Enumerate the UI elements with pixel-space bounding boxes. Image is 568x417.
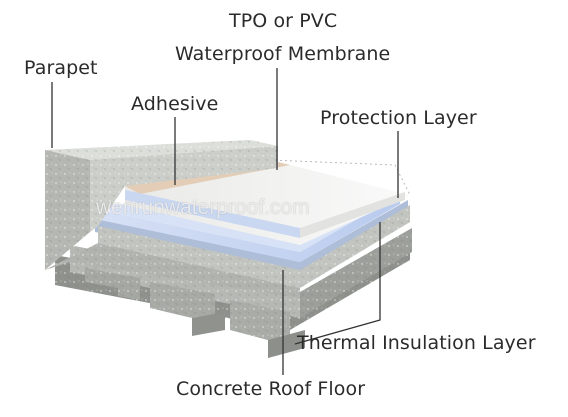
leader-lines [51, 68, 399, 375]
label-protection-layer: Protection Layer [320, 107, 477, 129]
protection-layer [98, 205, 410, 288]
label-concrete-roof-floor: Concrete Roof Floor [176, 378, 366, 400]
label-adhesive: Adhesive [131, 93, 219, 115]
label-parapet: Parapet [24, 57, 98, 79]
label-thermal-insulation: Thermal Insulation Layer [297, 332, 536, 354]
waterproof-membrane [125, 159, 411, 245]
label-waterproof-membrane: Waterproof Membrane [175, 43, 391, 65]
watermark-text: wenrunwaterproof.com [96, 196, 310, 219]
parapet-wall [45, 140, 300, 298]
label-tpo-pvc: TPO or PVC [229, 10, 338, 32]
insulation-leader [294, 222, 381, 345]
support-beams [85, 268, 305, 358]
